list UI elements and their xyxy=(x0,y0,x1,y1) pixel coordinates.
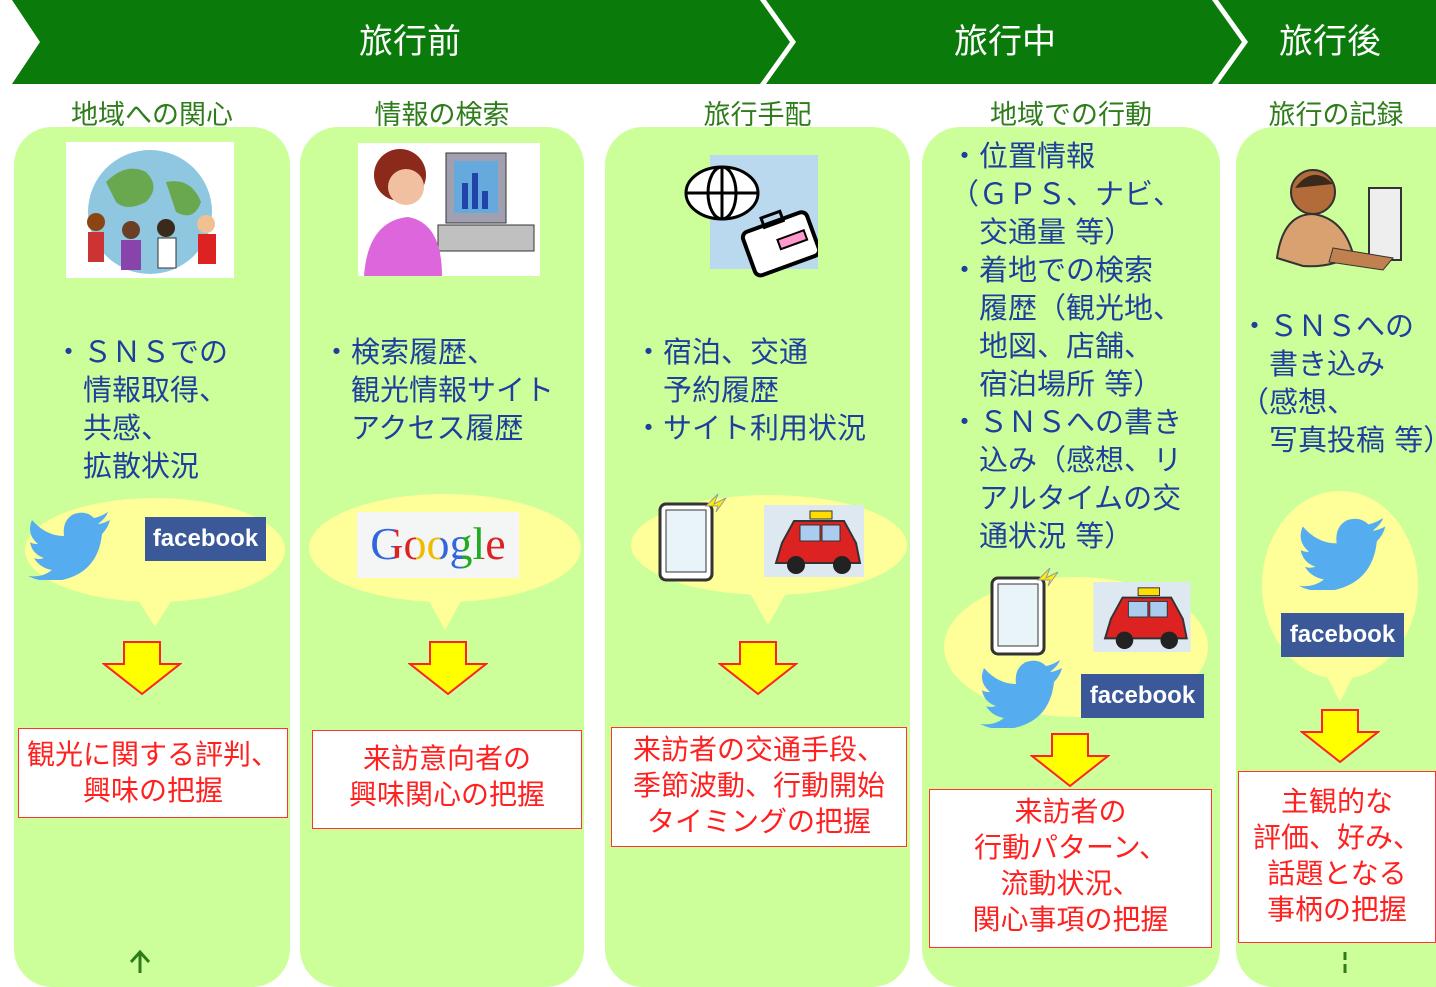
taxi-icon xyxy=(764,505,864,577)
twitter-bird-icon xyxy=(980,660,1062,728)
result-arrangement: 来訪者の交通手段、 季節波動、行動開始 タイミングの把握 xyxy=(611,727,907,847)
stage-arrangement: 旅行手配 xyxy=(703,100,812,131)
down-arrow-icon xyxy=(718,641,798,696)
small-dash-icon xyxy=(1343,952,1347,973)
phase-during-label: 旅行中 xyxy=(954,22,1056,62)
person-computer-icon xyxy=(358,143,540,276)
google-logo-icon: Google xyxy=(357,512,519,578)
facebook-logo-icon: facebook xyxy=(1281,613,1404,657)
facebook-logo-icon: facebook xyxy=(145,517,266,561)
result-local-action: 来訪者の 行動パターン、 流動状況、 関心事項の把握 xyxy=(929,789,1212,948)
stage-search: 情報の検索 xyxy=(374,100,510,131)
phase-before-label: 旅行前 xyxy=(359,22,461,62)
down-arrow-icon xyxy=(1300,709,1380,764)
smartphone-icon xyxy=(990,567,1059,656)
stage-local-action: 地域での行動 xyxy=(990,100,1152,131)
result-record: 主観的な 評価、好み、 話題となる 事柄の把握 xyxy=(1238,771,1436,943)
globe-suitcase-icon xyxy=(684,155,818,278)
taxi-icon xyxy=(1093,582,1191,652)
smartphone-icon xyxy=(658,493,727,582)
bullets-record: ・ＳＮＳへの 書き込み （感想、 写真投稿 等） xyxy=(1240,309,1436,457)
result-search: 来訪意向者の 興味関心の把握 xyxy=(312,730,582,829)
bullets-local-action: ・位置情報 （ＧＰＳ、ナビ、 交通量 等） ・着地での検索 履歴（観光地、 地図… xyxy=(950,139,1183,553)
stage-record: 旅行の記録 xyxy=(1268,100,1404,131)
bullets-arrangement: ・宿泊、交通 予約履歴 ・サイト利用状況 xyxy=(634,335,867,445)
bullets-search: ・検索履歴、 観光情報サイト アクセス履歴 xyxy=(322,335,555,445)
twitter-bird-icon xyxy=(28,512,110,580)
phase-after-label: 旅行後 xyxy=(1279,22,1381,62)
down-arrow-icon xyxy=(408,641,488,696)
facebook-logo-icon: facebook xyxy=(1081,674,1204,718)
result-interest: 観光に関する評判、 興味の把握 xyxy=(18,728,288,818)
children-globe-icon xyxy=(66,142,234,278)
down-arrow-icon xyxy=(102,641,182,696)
phase-banner xyxy=(12,0,1436,84)
person-writing-icon xyxy=(1273,158,1413,288)
down-arrow-icon xyxy=(1030,733,1110,788)
twitter-bird-icon xyxy=(1298,518,1386,590)
bullets-interest: ・ＳＮＳでの 情報取得、 共感、 拡散状況 xyxy=(54,335,229,483)
small-up-arrow-icon xyxy=(129,949,151,973)
stage-interest: 地域への関心 xyxy=(71,100,233,131)
